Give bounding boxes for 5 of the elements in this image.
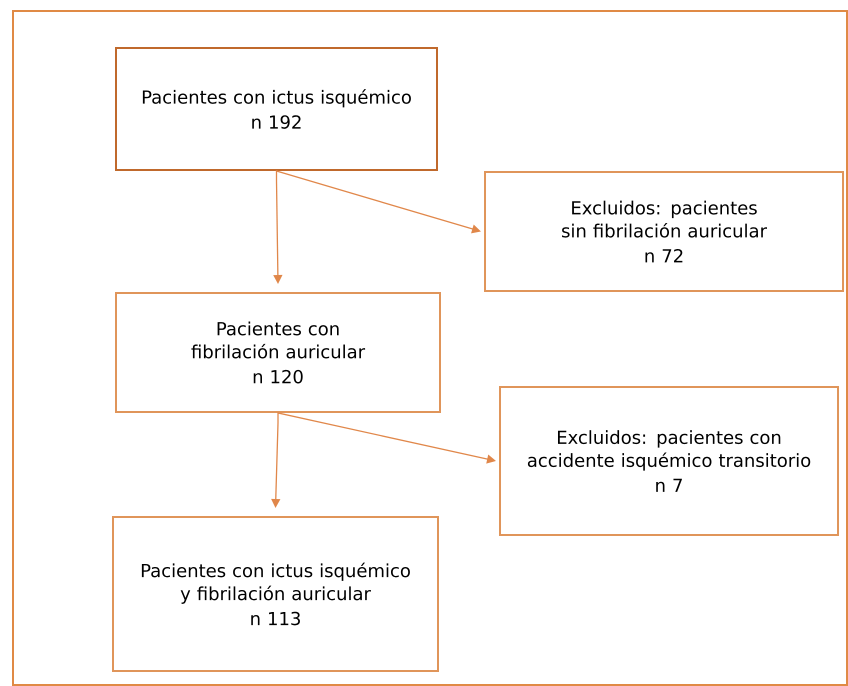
process-box: Excluidos: pacientes con accidente isquémico transitorio n 7 bbox=[499, 386, 839, 536]
process-box: Pacientes con ictus isquémico n 192 bbox=[115, 47, 438, 171]
process-box: Excluidos: pacientes sin fibrilación auricular n 72 bbox=[484, 171, 844, 292]
process-box: Pacientes con ictus isquémico y fibrilación auricular n 113 bbox=[112, 516, 439, 672]
process-box: Pacientes con fibrilación auricular n 120 bbox=[115, 292, 441, 413]
